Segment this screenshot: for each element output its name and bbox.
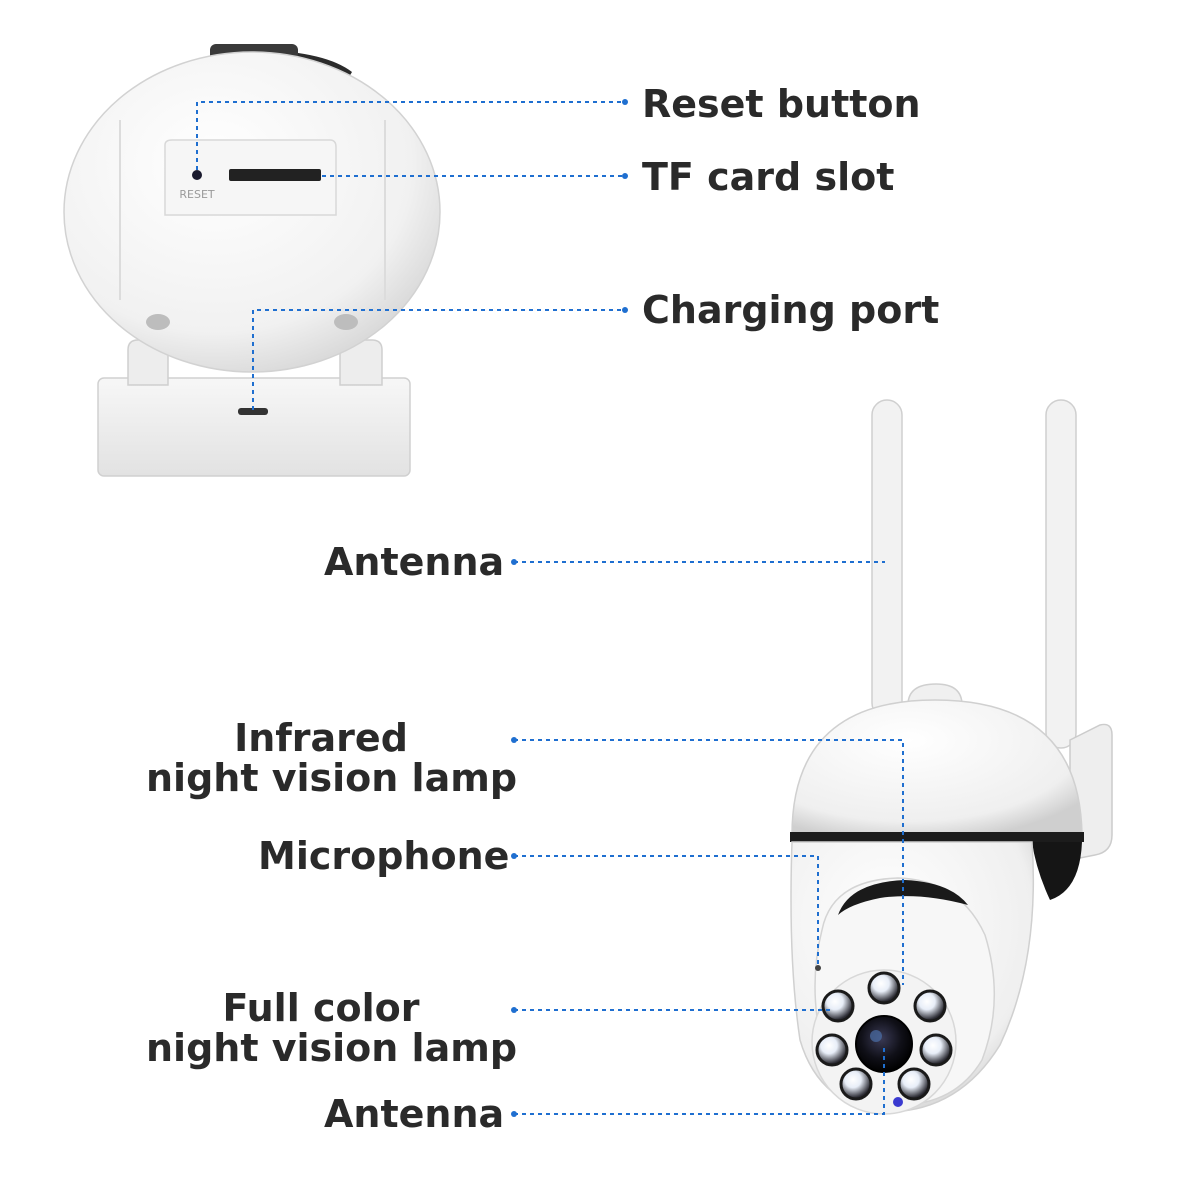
antenna-left [871,399,903,719]
label-fullcolor-line2: night vision lamp [146,1026,518,1070]
separation-line [790,832,1084,842]
reset-button[interactable] [192,170,202,180]
leader-reset [196,101,625,170]
leader-dot-antenna-bottom [511,1111,517,1117]
full-color-led [913,989,947,1023]
top-camera-back-view: RESET [63,44,441,477]
full-color-led [897,1067,931,1101]
bottom-camera-front-view [790,399,1113,1115]
leader-dot-antenna-top [511,559,517,565]
full-color-led [821,989,855,1023]
leader-dot-tf [622,173,628,179]
label-tf-card-slot: TF card slot [642,155,895,199]
vent-hole-left [146,314,170,330]
full-color-led [839,1067,873,1101]
label-fullcolor-line1: Full color [222,986,420,1030]
leader-microphone [514,855,819,966]
antenna-right [1045,399,1077,749]
label-infrared-line2: night vision lamp [146,756,518,800]
label-microphone: Microphone [258,834,510,878]
leader-infrared [514,739,904,985]
camera-lens [855,1015,913,1073]
charging-port [238,408,268,415]
leader-dot-reset [622,99,628,105]
leader-dot-microphone [511,853,517,859]
infrared-led [867,971,901,1005]
side-recess [1032,842,1082,900]
vent-hole-right [334,314,358,330]
tf-card-slot [229,169,321,181]
microphone-hole [815,965,821,971]
leader-dot-fullcolor [511,1007,517,1013]
leader-antenna-bottom [514,1044,885,1115]
head-slot [838,880,968,915]
led-ring [815,971,953,1101]
label-antenna-top: Antenna [324,540,505,584]
status-indicator [893,1097,903,1107]
label-fullcolor: Full color night vision lamp [146,986,518,1070]
label-reset-button: Reset button [642,82,921,126]
leader-dot-charging [622,307,628,313]
label-charging-port: Charging port [642,288,940,332]
label-infrared: Infrared night vision lamp [146,716,518,800]
label-infrared-line1: Infrared [234,716,408,760]
right-stand [339,339,383,386]
reset-marking: RESET [179,188,215,201]
full-color-led [815,1033,849,1067]
upper-dome [791,699,1083,836]
label-antenna-bottom: Antenna [324,1092,505,1136]
leader-charging [252,309,625,410]
leader-dot-infrared [511,737,517,743]
leader-lines [196,99,904,1117]
full-color-led [919,1033,953,1067]
lens-glare [870,1030,882,1042]
